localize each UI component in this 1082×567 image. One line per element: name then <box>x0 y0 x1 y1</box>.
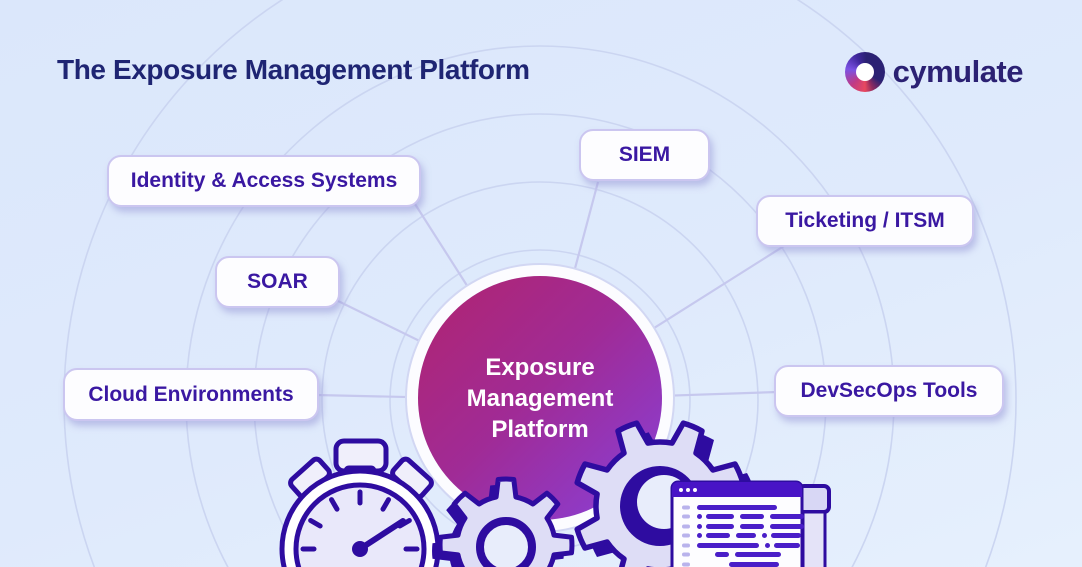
center-node-line: Platform <box>491 415 589 443</box>
node-identity-access-systems: Identity & Access Systems <box>107 155 421 207</box>
cymulate-ring-icon <box>844 52 885 92</box>
node-devsecops-tools: DevSecOps Tools <box>774 365 1004 417</box>
code-window-icon <box>670 480 831 567</box>
node-cloud-environments: Cloud Environments <box>63 368 319 421</box>
gear-icon-small <box>432 476 575 567</box>
code-lines <box>682 505 804 567</box>
brand-wordmark: cymulate <box>892 54 1024 89</box>
page-title: The Exposure Management Platform <box>57 54 530 85</box>
center-node-line: Management <box>466 384 614 412</box>
window-dots <box>679 488 697 492</box>
center-node-line: Exposure <box>485 353 595 381</box>
node-siem: SIEM <box>579 129 710 181</box>
stopwatch-icon <box>279 438 441 567</box>
brand-logo: cymulate <box>844 52 1024 92</box>
node-ticketing-itsm: Ticketing / ITSM <box>756 195 974 247</box>
node-soar: SOAR <box>215 256 340 308</box>
